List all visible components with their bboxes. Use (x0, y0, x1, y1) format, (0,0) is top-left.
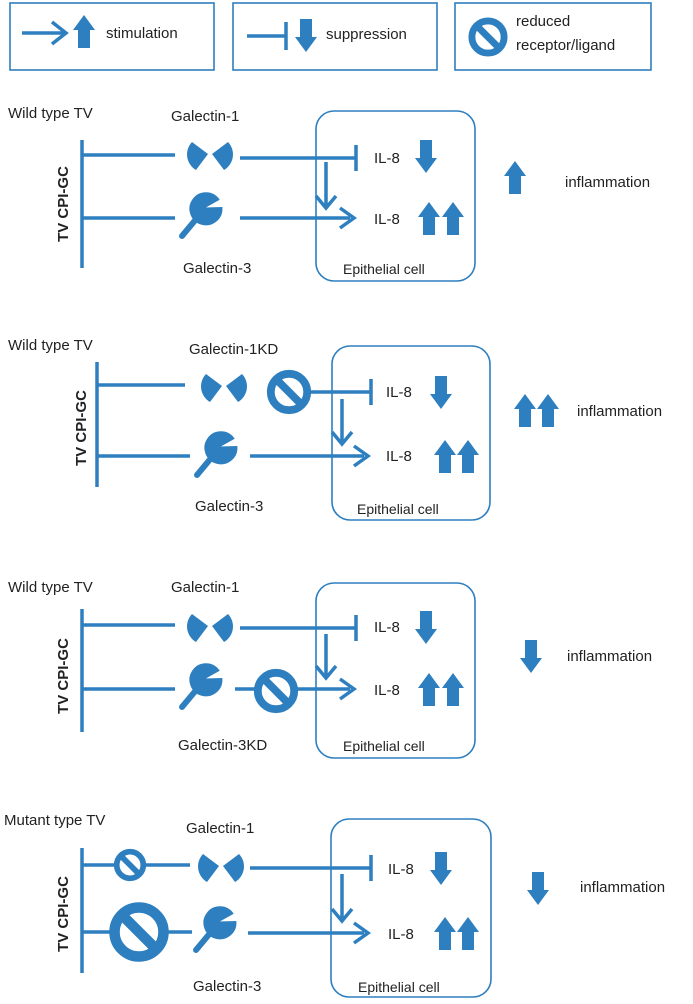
galectin-3-icon (197, 427, 242, 475)
top-galectin-label: Galectin-1 (171, 579, 239, 596)
top-galectin-label: Galectin-1 (171, 108, 239, 125)
bottom-galectin-label: Galectin-3KD (178, 737, 267, 754)
no-symbol-icon (472, 21, 504, 53)
legend: stimulation suppression reduced receptor… (9, 2, 652, 71)
panel-4: Mutant type TV TV CPI-GC Galectin-1 Gale… (4, 812, 665, 998)
inflammation-up-arrow-icon (504, 161, 526, 194)
legend-suppression-label: suppression (326, 26, 407, 43)
up-arrow-icon (73, 15, 95, 48)
panel-vertical-label: TV CPI-GC (55, 638, 72, 714)
inflammation-up-arrow-icon (514, 394, 536, 427)
epithelial-cell-box (330, 818, 492, 998)
panel-vertical-label: TV CPI-GC (55, 166, 72, 242)
galectin-3-icon (196, 902, 241, 950)
panel-vertical-label: TV CPI-GC (55, 876, 72, 952)
panel-type-label: Wild type TV (8, 105, 93, 122)
galectin-3-icon (182, 188, 227, 236)
galectin-1-icon (187, 142, 233, 170)
panel-type-label: Wild type TV (8, 579, 93, 596)
bottom-il8-label: IL-8 (374, 682, 400, 699)
legend-reduced-label-line1: reduced (516, 13, 570, 30)
legend-reduced-label-line2: receptor/ligand (516, 37, 615, 54)
bottom-galectin-label: Galectin-3 (193, 978, 261, 995)
inflammation-up-arrow-icon (537, 394, 559, 427)
panel-type-label: Mutant type TV (4, 812, 105, 829)
il8-down-arrow-icon (415, 140, 437, 173)
epithelial-cell-box (315, 110, 476, 282)
inflammation-down-arrow-icon (520, 640, 542, 673)
legend-stimulation-label: stimulation (106, 25, 178, 42)
cell-label: Epithelial cell (357, 501, 439, 517)
inflammation-down-arrow-icon (527, 872, 549, 905)
cross-arrowhead (314, 664, 338, 681)
bottom-il8-label: IL-8 (374, 211, 400, 228)
il8-up-arrow-icon (457, 917, 479, 950)
outcome-label: inflammation (577, 403, 662, 420)
il8-down-arrow-icon (415, 611, 437, 644)
no-symbol-icon-small (117, 852, 144, 879)
cell-label: Epithelial cell (343, 738, 425, 754)
stimulation-arrowhead (352, 444, 372, 468)
outcome-label: inflammation (580, 879, 665, 896)
galectin-3-icon (182, 659, 227, 707)
epithelial-cell-box (331, 345, 491, 521)
top-il8-label: IL-8 (374, 619, 400, 636)
legend-reduced-box (454, 2, 652, 71)
legend-stimulation-box (9, 2, 215, 71)
inhibition-bar-icon (247, 22, 288, 50)
outcome-label: inflammation (565, 174, 650, 191)
panel-vertical-label: TV CPI-GC (73, 390, 90, 466)
il8-up-arrow-icon (442, 202, 464, 235)
il8-up-arrow-icon (434, 917, 456, 950)
top-galectin-label: Galectin-1 (186, 820, 254, 837)
cross-arrowhead (314, 194, 338, 211)
stimulation-arrowhead (338, 206, 358, 230)
panel-type-label: Wild type TV (8, 337, 93, 354)
il8-up-arrow-icon (418, 673, 440, 706)
cross-arrowhead (330, 907, 354, 924)
cell-label: Epithelial cell (343, 261, 425, 277)
il8-up-arrow-icon (457, 440, 479, 473)
galectin-1-icon (198, 854, 244, 882)
epithelial-cell-box (315, 582, 476, 759)
down-arrow-icon (295, 19, 317, 52)
stimulation-arrowhead (352, 921, 372, 945)
il8-up-arrow-icon (418, 202, 440, 235)
no-symbol-icon (271, 374, 307, 410)
top-galectin-label: Galectin-1KD (189, 341, 278, 358)
bottom-galectin-label: Galectin-3 (195, 498, 263, 515)
bottom-il8-label: IL-8 (386, 448, 412, 465)
top-il8-label: IL-8 (374, 150, 400, 167)
cross-arrowhead (330, 430, 354, 447)
legend-stimulation: stimulation (9, 2, 215, 71)
bottom-il8-label: IL-8 (388, 926, 414, 943)
il8-down-arrow-icon (430, 376, 452, 409)
stimulation-arrowhead (338, 677, 358, 701)
no-symbol-icon-large (115, 908, 164, 957)
panel-3: Wild type TV TV CPI-GC Galectin-1 Galect… (8, 579, 652, 759)
legend-suppression: suppression (232, 2, 438, 71)
il8-down-arrow-icon (430, 852, 452, 885)
top-il8-label: IL-8 (388, 861, 414, 878)
panel-1: Wild type TV TV CPI-GC Galectin-1 Galect… (8, 105, 650, 282)
galectin-1-icon (187, 614, 233, 642)
cell-label: Epithelial cell (358, 979, 440, 995)
arrow-right-icon (22, 20, 69, 46)
legend-reduced: reduced receptor/ligand (454, 2, 652, 71)
galectin-1-icon (201, 374, 247, 402)
legend-suppression-box (232, 2, 438, 71)
outcome-label: inflammation (567, 648, 652, 665)
il8-up-arrow-icon (434, 440, 456, 473)
top-il8-label: IL-8 (386, 384, 412, 401)
il8-up-arrow-icon (442, 673, 464, 706)
panel-2: Wild type TV TV CPI-GC Galectin-1KD Gale… (8, 337, 662, 521)
bottom-galectin-label: Galectin-3 (183, 260, 251, 277)
no-symbol-icon (258, 673, 294, 709)
